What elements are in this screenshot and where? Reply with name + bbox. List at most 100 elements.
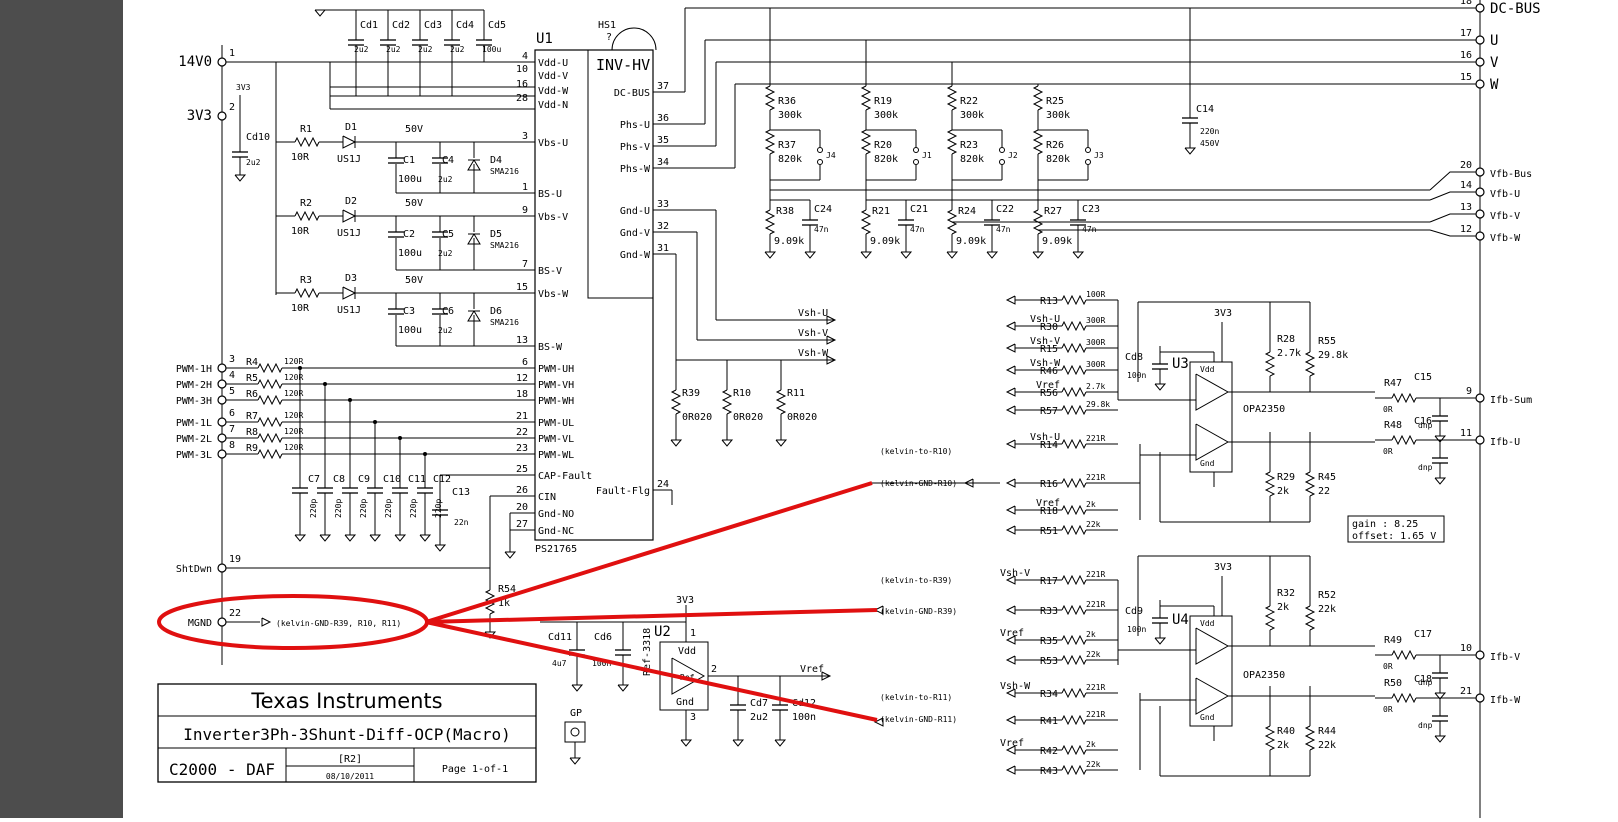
output-cap bbox=[1432, 457, 1448, 464]
ground-symbol bbox=[571, 684, 584, 692]
connector-terminal bbox=[1475, 35, 1485, 45]
input-resistor bbox=[1061, 364, 1087, 376]
u1-pin-number: 10 bbox=[516, 64, 528, 75]
u1-ic bbox=[534, 49, 654, 541]
diode-ref: D2 bbox=[345, 196, 357, 207]
feedback-ref: R44 bbox=[1318, 726, 1336, 737]
u1-pin-name: PWM-WL bbox=[538, 450, 574, 461]
input-res-ref: R16 bbox=[1040, 479, 1058, 490]
ground-triangle bbox=[775, 439, 788, 447]
divider-mid-ref: R23 bbox=[960, 140, 978, 151]
output-res-ref: R47 bbox=[1384, 378, 1402, 389]
ground-symbol bbox=[986, 251, 999, 259]
ground-symbol bbox=[1434, 735, 1447, 743]
bootstrap-r-ref: R2 bbox=[300, 198, 312, 209]
port-arrow bbox=[826, 335, 837, 345]
pwm-res-value: 120R bbox=[284, 443, 303, 452]
decoupling-ref: Cd5 bbox=[488, 20, 506, 31]
jumper-ref: J3 bbox=[1094, 151, 1104, 160]
shunt-value: 0R020 bbox=[682, 412, 712, 423]
feedback-resistor bbox=[1264, 725, 1276, 751]
divider-bottom-ref: R24 bbox=[958, 206, 976, 217]
ground-triangle bbox=[680, 739, 693, 747]
jumper-pin bbox=[999, 147, 1005, 153]
pwm-filter-cap bbox=[317, 487, 333, 494]
ground-triangle bbox=[1434, 735, 1447, 743]
connector-terminal bbox=[1475, 650, 1485, 660]
divider-bottom-resistor bbox=[860, 209, 872, 235]
connector-left-label: PWM-2H bbox=[176, 380, 212, 391]
revision: [R2] bbox=[338, 754, 362, 765]
ground-symbol bbox=[434, 544, 447, 552]
port-arrow bbox=[1005, 655, 1016, 665]
u1-pin-name: Phs-V bbox=[620, 142, 650, 153]
feedback-resistor bbox=[1264, 351, 1276, 377]
ground-symbol bbox=[569, 757, 582, 765]
cd7-cap bbox=[730, 704, 746, 711]
pwm-res-value: 120R bbox=[284, 427, 303, 436]
port-arrow bbox=[826, 355, 837, 365]
u1-pin-number: 7 bbox=[522, 259, 528, 270]
net-3v3-label: 3V3 bbox=[236, 83, 251, 92]
pwm-res-ref: R8 bbox=[246, 427, 258, 438]
connector-terminal bbox=[217, 111, 227, 121]
pwm-res-ref: R7 bbox=[246, 411, 258, 422]
output-res-value: 0R bbox=[1383, 405, 1393, 414]
bulk-cap-value: 100u bbox=[398, 174, 422, 185]
input-res-ref: R15 bbox=[1040, 344, 1058, 355]
divider-top-value: 300k bbox=[778, 110, 802, 121]
jumper-pin bbox=[1085, 147, 1091, 153]
ground-triangle bbox=[1072, 251, 1085, 259]
jumper-pin bbox=[817, 159, 823, 165]
decoupling-value: 2u2 bbox=[354, 45, 369, 54]
ground-symbol bbox=[1184, 147, 1197, 155]
connector-terminal bbox=[217, 363, 227, 373]
connector-right-label: Ifb-U bbox=[1490, 437, 1520, 448]
pwm-res-ref: R4 bbox=[246, 357, 258, 368]
output-res-ref: R49 bbox=[1384, 635, 1402, 646]
divider-top-ref: R25 bbox=[1046, 96, 1064, 107]
net-label: Vsh-V bbox=[1000, 568, 1030, 579]
connector-terminal bbox=[1475, 209, 1485, 219]
cd11-value: 4u7 bbox=[552, 659, 567, 668]
highlight-arrow-to-r11 bbox=[425, 620, 878, 722]
bulk-cap-value: 100u bbox=[398, 248, 422, 259]
pwm-res-value: 120R bbox=[284, 373, 303, 382]
pwm-cap-value: 220p bbox=[409, 499, 418, 518]
connector-right-pin: 16 bbox=[1460, 50, 1472, 61]
u3-ref: U3 bbox=[1172, 356, 1189, 372]
input-resistor bbox=[1061, 574, 1087, 586]
ground-triangle bbox=[369, 534, 382, 542]
ground-symbol bbox=[617, 684, 630, 692]
connector-left-label: 3V3 bbox=[187, 108, 212, 124]
input-resistor bbox=[1061, 438, 1087, 450]
u1-pin-name: BS-U bbox=[538, 189, 562, 200]
u1-pin-name: PWM-UH bbox=[538, 364, 574, 375]
mgnd-note: (kelvin-GND-R39, R10, R11) bbox=[276, 619, 401, 628]
port-arrow bbox=[1005, 605, 1016, 615]
c14-value: 220n bbox=[1200, 127, 1219, 136]
u1-pin-number: 28 bbox=[516, 93, 528, 104]
wire bbox=[1429, 213, 1476, 223]
output-cap-value: dnp bbox=[1418, 721, 1433, 730]
input-res-value: 100R bbox=[1086, 290, 1105, 299]
output-res-value: 0R bbox=[1383, 705, 1393, 714]
connector-right-pin: 20 bbox=[1460, 160, 1472, 171]
decoupling-ref: Cd2 bbox=[392, 20, 410, 31]
input-resistor bbox=[1061, 477, 1087, 489]
decoupling-value: 2u2 bbox=[386, 45, 401, 54]
jumper-pin bbox=[817, 147, 823, 153]
jumper-ref: J2 bbox=[1008, 151, 1018, 160]
pwm-resistor bbox=[257, 416, 283, 428]
divider-cap-value: 47n bbox=[996, 225, 1011, 234]
u1-ref: U1 bbox=[536, 31, 553, 47]
port-arrow bbox=[873, 605, 884, 615]
u2-pin3: 3 bbox=[690, 712, 696, 723]
connector-left-label: ShtDwn bbox=[176, 564, 212, 575]
net-label: Vref bbox=[1000, 628, 1024, 639]
output-cap-ref: C17 bbox=[1414, 629, 1432, 640]
input-res-ref: R56 bbox=[1040, 388, 1058, 399]
bulk-cap-ref: C1 bbox=[403, 155, 415, 166]
jumper-pin bbox=[999, 159, 1005, 165]
cd7-value: 2u2 bbox=[750, 712, 768, 723]
